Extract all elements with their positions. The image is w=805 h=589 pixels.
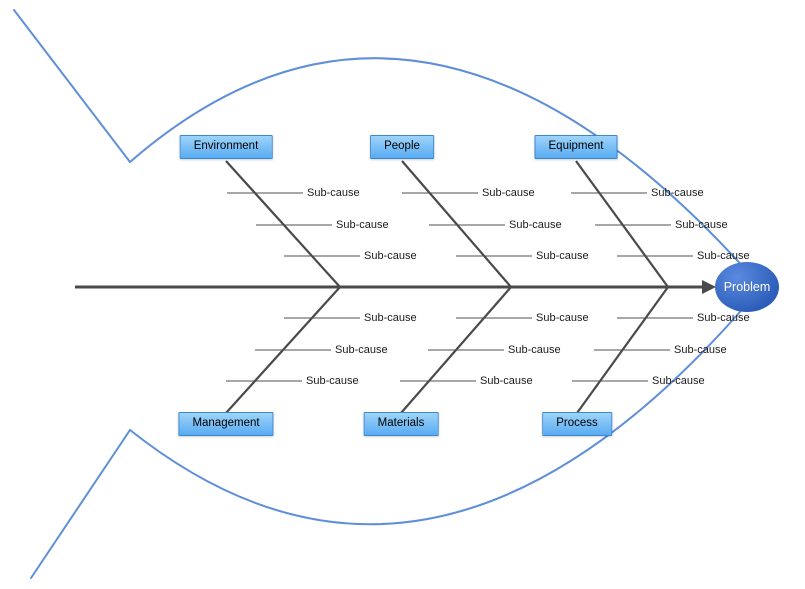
sub-cause-label[interactable]: Sub-cause	[651, 187, 704, 199]
sub-cause-label[interactable]: Sub-cause	[364, 312, 417, 324]
problem-node[interactable]: Problem	[715, 262, 779, 312]
materials-subcause-lines	[400, 317, 532, 382]
sub-cause-label[interactable]: Sub-cause	[482, 187, 535, 199]
fish-tail-top-line	[13, 9, 131, 163]
sub-cause-label[interactable]: Sub-cause	[536, 312, 589, 324]
sub-cause-label[interactable]: Sub-cause	[675, 219, 728, 231]
fish-body-bottom-arc	[129, 304, 747, 526]
category-box-process[interactable]: Process	[542, 412, 612, 436]
process-subcause-lines	[572, 317, 693, 382]
sub-cause-label[interactable]: Sub-cause	[307, 187, 360, 199]
sub-cause-label[interactable]: Sub-cause	[364, 250, 417, 262]
category-box-people[interactable]: People	[370, 135, 434, 159]
bone-equipment	[575, 160, 669, 288]
sub-cause-label[interactable]: Sub-cause	[508, 344, 561, 356]
fish-tail-bottom-line	[30, 429, 131, 579]
fish-body-top-arc	[129, 57, 747, 271]
bone-environment	[225, 160, 341, 288]
sub-cause-label[interactable]: Sub-cause	[652, 375, 705, 387]
category-box-equipment[interactable]: Equipment	[534, 135, 618, 159]
environment-subcause-lines	[227, 192, 360, 257]
sub-cause-label[interactable]: Sub-cause	[480, 375, 533, 387]
sub-cause-label[interactable]: Sub-cause	[336, 219, 389, 231]
category-box-environment[interactable]: Environment	[179, 135, 273, 159]
spine-arrowhead-icon	[702, 280, 716, 294]
category-box-management[interactable]: Management	[178, 412, 274, 436]
sub-cause-label[interactable]: Sub-cause	[335, 344, 388, 356]
sub-cause-label[interactable]: Sub-cause	[674, 344, 727, 356]
management-subcause-lines	[226, 317, 360, 382]
sub-cause-label[interactable]: Sub-cause	[306, 375, 359, 387]
category-box-materials[interactable]: Materials	[363, 412, 439, 436]
sub-cause-label[interactable]: Sub-cause	[697, 250, 750, 262]
sub-cause-label[interactable]: Sub-cause	[697, 312, 750, 324]
sub-cause-label[interactable]: Sub-cause	[536, 250, 589, 262]
people-subcause-lines	[402, 192, 532, 257]
equipment-subcause-lines	[571, 192, 693, 257]
bone-people	[401, 160, 512, 288]
sub-cause-label[interactable]: Sub-cause	[509, 219, 562, 231]
